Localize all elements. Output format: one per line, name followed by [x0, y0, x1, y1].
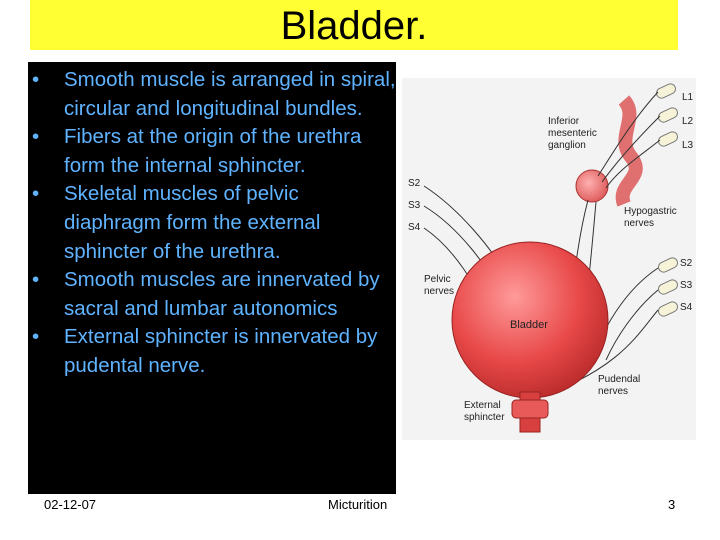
label-bladder: Bladder: [510, 319, 548, 331]
label-pudendal: Pudendal: [598, 374, 640, 385]
footer-page-number: 3: [668, 497, 676, 512]
label-hypogastric: Hypogastric: [624, 206, 677, 217]
label-l3: L3: [682, 140, 694, 151]
slide-title: Bladder.: [280, 4, 428, 48]
label-external: External: [464, 400, 501, 411]
label-hypogastric-nerves: nerves: [624, 218, 654, 229]
bullet-dot: •: [32, 325, 40, 349]
bullet-text: Fibers at the origin of the urethra form…: [64, 125, 362, 177]
external-sphincter-shape: [511, 399, 549, 419]
bullet-text: External sphincter is innervated by pude…: [64, 325, 378, 377]
inferior-mesenteric-ganglion: [575, 169, 609, 203]
nerve-fibers: [423, 91, 661, 397]
label-l1: L1: [682, 92, 694, 103]
bullet-text: Smooth muscles are innervated by sacral …: [64, 268, 380, 320]
bullet-item: • Skeletal muscles of pelvic diaphragm fo…: [28, 180, 396, 266]
bladder-diagram: Inferior mesenteric ganglion Hypogastric…: [408, 83, 694, 433]
bullet-dot: •: [32, 125, 40, 149]
label-pelvic: Pelvic: [424, 274, 451, 285]
bullet-panel: • Smooth muscle is arranged in spiral, ci…: [28, 62, 396, 494]
label-l2: L2: [682, 116, 694, 127]
bullet-item: • External sphincter is innervated by pud…: [28, 323, 396, 380]
label-s2-left: S2: [408, 178, 421, 189]
bullet-item: • Fibers at the origin of the urethra for…: [28, 123, 396, 180]
bullet-list: • Smooth muscle is arranged in spiral, ci…: [28, 66, 396, 381]
title-bar: Bladder.: [30, 0, 678, 50]
bladder-innervation-figure: Inferior mesenteric ganglion Hypogastric…: [402, 78, 696, 440]
bullet-dot: •: [32, 268, 40, 292]
label-s2-right: S2: [680, 258, 693, 269]
label-mesenteric: mesenteric: [548, 128, 597, 139]
bullet-dot: •: [32, 68, 40, 91]
bullet-text: Skeletal muscles of pelvic diaphragm for…: [64, 182, 321, 263]
label-s4-right: S4: [680, 302, 693, 313]
bullet-dot: •: [32, 182, 40, 206]
label-pelvic-nerves: nerves: [424, 286, 454, 297]
label-s4-left: S4: [408, 222, 421, 233]
footer-title: Micturition: [328, 497, 388, 512]
label-ganglion: ganglion: [548, 140, 586, 151]
bullet-item: • Smooth muscles are innervated by sacral…: [28, 266, 396, 323]
label-s3-right: S3: [680, 280, 693, 291]
label-inferior: Inferior: [548, 116, 580, 127]
label-sphincter: sphincter: [464, 412, 505, 423]
sympathetic-trunk: [615, 95, 643, 207]
bullet-text: Smooth muscle is arranged in spiral, cir…: [64, 68, 396, 120]
footer-date: 02-12-07: [44, 497, 97, 512]
lumbar-roots: [655, 83, 679, 147]
bullet-item: • Smooth muscle is arranged in spiral, ci…: [28, 66, 396, 123]
sacral-roots-right: [657, 257, 679, 317]
label-pudendal-nerves: nerves: [598, 386, 628, 397]
label-s3-left: S3: [408, 200, 421, 211]
